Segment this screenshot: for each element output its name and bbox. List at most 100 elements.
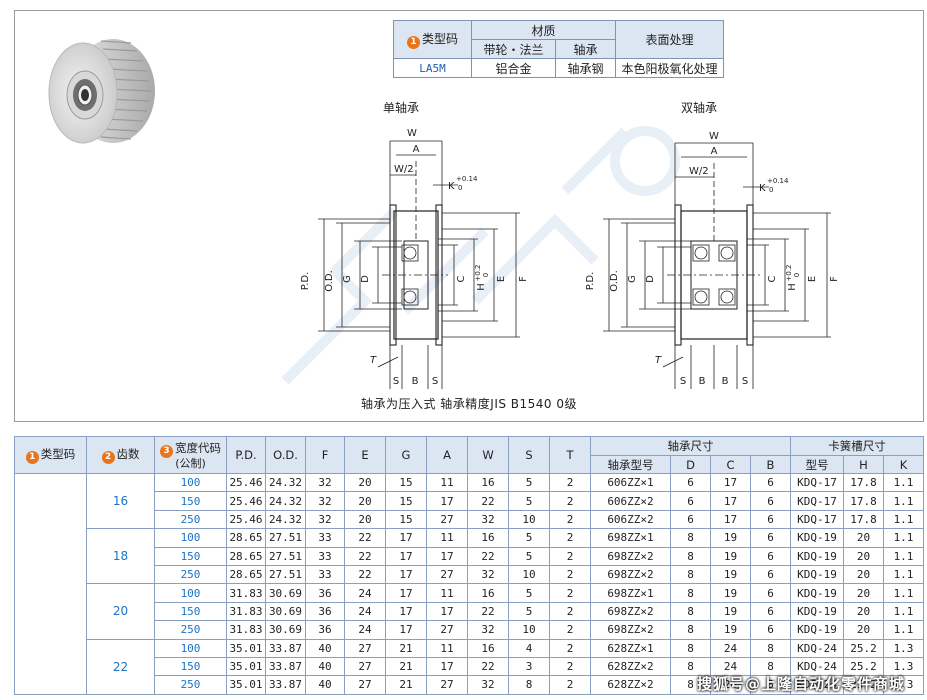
cell-od: 33.87: [265, 656, 306, 677]
cell-h: 17.8: [843, 472, 884, 493]
cell-k: 1.1: [883, 546, 924, 566]
cell-c: 24: [710, 638, 751, 658]
col-g: G: [385, 436, 427, 474]
cell-g: 15: [385, 472, 427, 493]
dim-label-h-tol-upper: +0.2: [785, 265, 793, 282]
width-code-cell: 150: [154, 656, 227, 677]
dim-label-s-right: S: [742, 376, 748, 387]
cell-e: 20: [344, 491, 386, 511]
cell-c: 24: [710, 656, 751, 677]
cell-pd: 25.46: [226, 491, 266, 511]
surface-treatment-value: 本色阳极氧化处理: [615, 58, 724, 78]
cell-f: 33: [305, 528, 345, 548]
cell-g: 15: [385, 509, 427, 530]
col-clip-h: H: [843, 455, 884, 474]
cell-od: 24.32: [265, 509, 306, 530]
cell-e: 27: [344, 675, 386, 695]
cell-g: 17: [385, 583, 427, 603]
cell-c: 19: [710, 601, 751, 622]
col-od: O.D.: [265, 436, 306, 474]
cell-model: 698ZZ×1: [590, 583, 671, 603]
dim-label-e: E: [496, 276, 507, 282]
cell-b: 6: [750, 583, 791, 603]
cell-k: 1.1: [883, 528, 924, 548]
cell-d: 6: [670, 509, 711, 530]
cell-w: 32: [467, 620, 509, 640]
dim-label-k-tol-lower: 0: [458, 184, 462, 192]
cell-pd: 25.46: [226, 509, 266, 530]
cell-g: 21: [385, 638, 427, 658]
cell-model: 628ZZ×2: [590, 656, 671, 677]
cell-g: 15: [385, 491, 427, 511]
cell-s: 5: [508, 601, 550, 622]
cell-w: 22: [467, 491, 509, 511]
dim-label-b: B: [412, 376, 419, 387]
cell-c: 19: [710, 564, 751, 585]
dim-label-s-left: S: [680, 376, 686, 387]
type-code-value: LA5M: [393, 58, 472, 78]
dim-label-h: H: [476, 283, 487, 291]
cell-w: 22: [467, 656, 509, 677]
col-e: E: [344, 436, 386, 474]
cell-k: 1.1: [883, 564, 924, 585]
cell-w: 16: [467, 472, 509, 493]
dim-label-t: T: [655, 355, 662, 366]
teeth-cell: 20: [86, 583, 155, 640]
cell-c: 19: [710, 528, 751, 548]
dim-label-w2: W/2: [394, 164, 414, 175]
cell-c: 19: [710, 583, 751, 603]
cell-a: 11: [426, 472, 468, 493]
cell-d: 8: [670, 638, 711, 658]
cell-a: 27: [426, 509, 468, 530]
col-a: A: [426, 436, 468, 474]
cell-k: 1.1: [883, 620, 924, 640]
cell-s: 8: [508, 675, 550, 695]
cell-f: 36: [305, 620, 345, 640]
bearing-material-value: 轴承钢: [555, 58, 616, 78]
col-clip-model: 型号: [790, 455, 844, 474]
cell-g: 21: [385, 656, 427, 677]
cell-s: 3: [508, 656, 550, 677]
dim-label-a: A: [413, 144, 420, 155]
cell-od: 30.69: [265, 601, 306, 622]
cell-a: 27: [426, 564, 468, 585]
cell-h: 20: [843, 564, 884, 585]
cell-k: 1.1: [883, 583, 924, 603]
cell-od: 33.87: [265, 675, 306, 695]
cell-d: 8: [670, 564, 711, 585]
cell-c: 24: [710, 675, 751, 695]
cell-s: 10: [508, 620, 550, 640]
cell-t: 2: [549, 546, 591, 566]
source-banner: 搜狐号@上隆自动化零件商城: [696, 675, 905, 693]
cell-w: 32: [467, 564, 509, 585]
cell-g: 21: [385, 675, 427, 695]
cell-f: 40: [305, 656, 345, 677]
single-bearing-drawing: W A W/2 K +0.14 0 P.D. O.D. G D C H +0.2…: [300, 128, 529, 389]
surface-treatment-header: 表面处理: [615, 20, 724, 59]
cell-clip: KDQ-17: [790, 491, 844, 511]
cell-g: 17: [385, 528, 427, 548]
cell-a: 17: [426, 656, 468, 677]
badge-1: 1: [406, 36, 420, 49]
cell-t: 2: [549, 620, 591, 640]
cell-h: 20: [843, 601, 884, 622]
width-code-cell: 100: [154, 528, 227, 548]
dim-label-k-tol-upper: +0.14: [456, 175, 478, 183]
bearing-header: 轴承: [555, 39, 616, 59]
cell-model: 606ZZ×2: [590, 491, 671, 511]
dim-label-h-tol-upper: +0.2: [474, 265, 482, 282]
cell-e: 20: [344, 509, 386, 530]
cell-clip: KDQ-19: [790, 601, 844, 622]
teeth-cell: 18: [86, 528, 155, 585]
cell-k: 1.1: [883, 472, 924, 493]
dim-label-f: F: [829, 276, 840, 282]
cell-b: 6: [750, 528, 791, 548]
material-header: 材质: [471, 20, 616, 40]
dim-label-od: O.D.: [324, 270, 335, 292]
cell-d: 8: [670, 601, 711, 622]
cell-clip: KDQ-19: [790, 546, 844, 566]
